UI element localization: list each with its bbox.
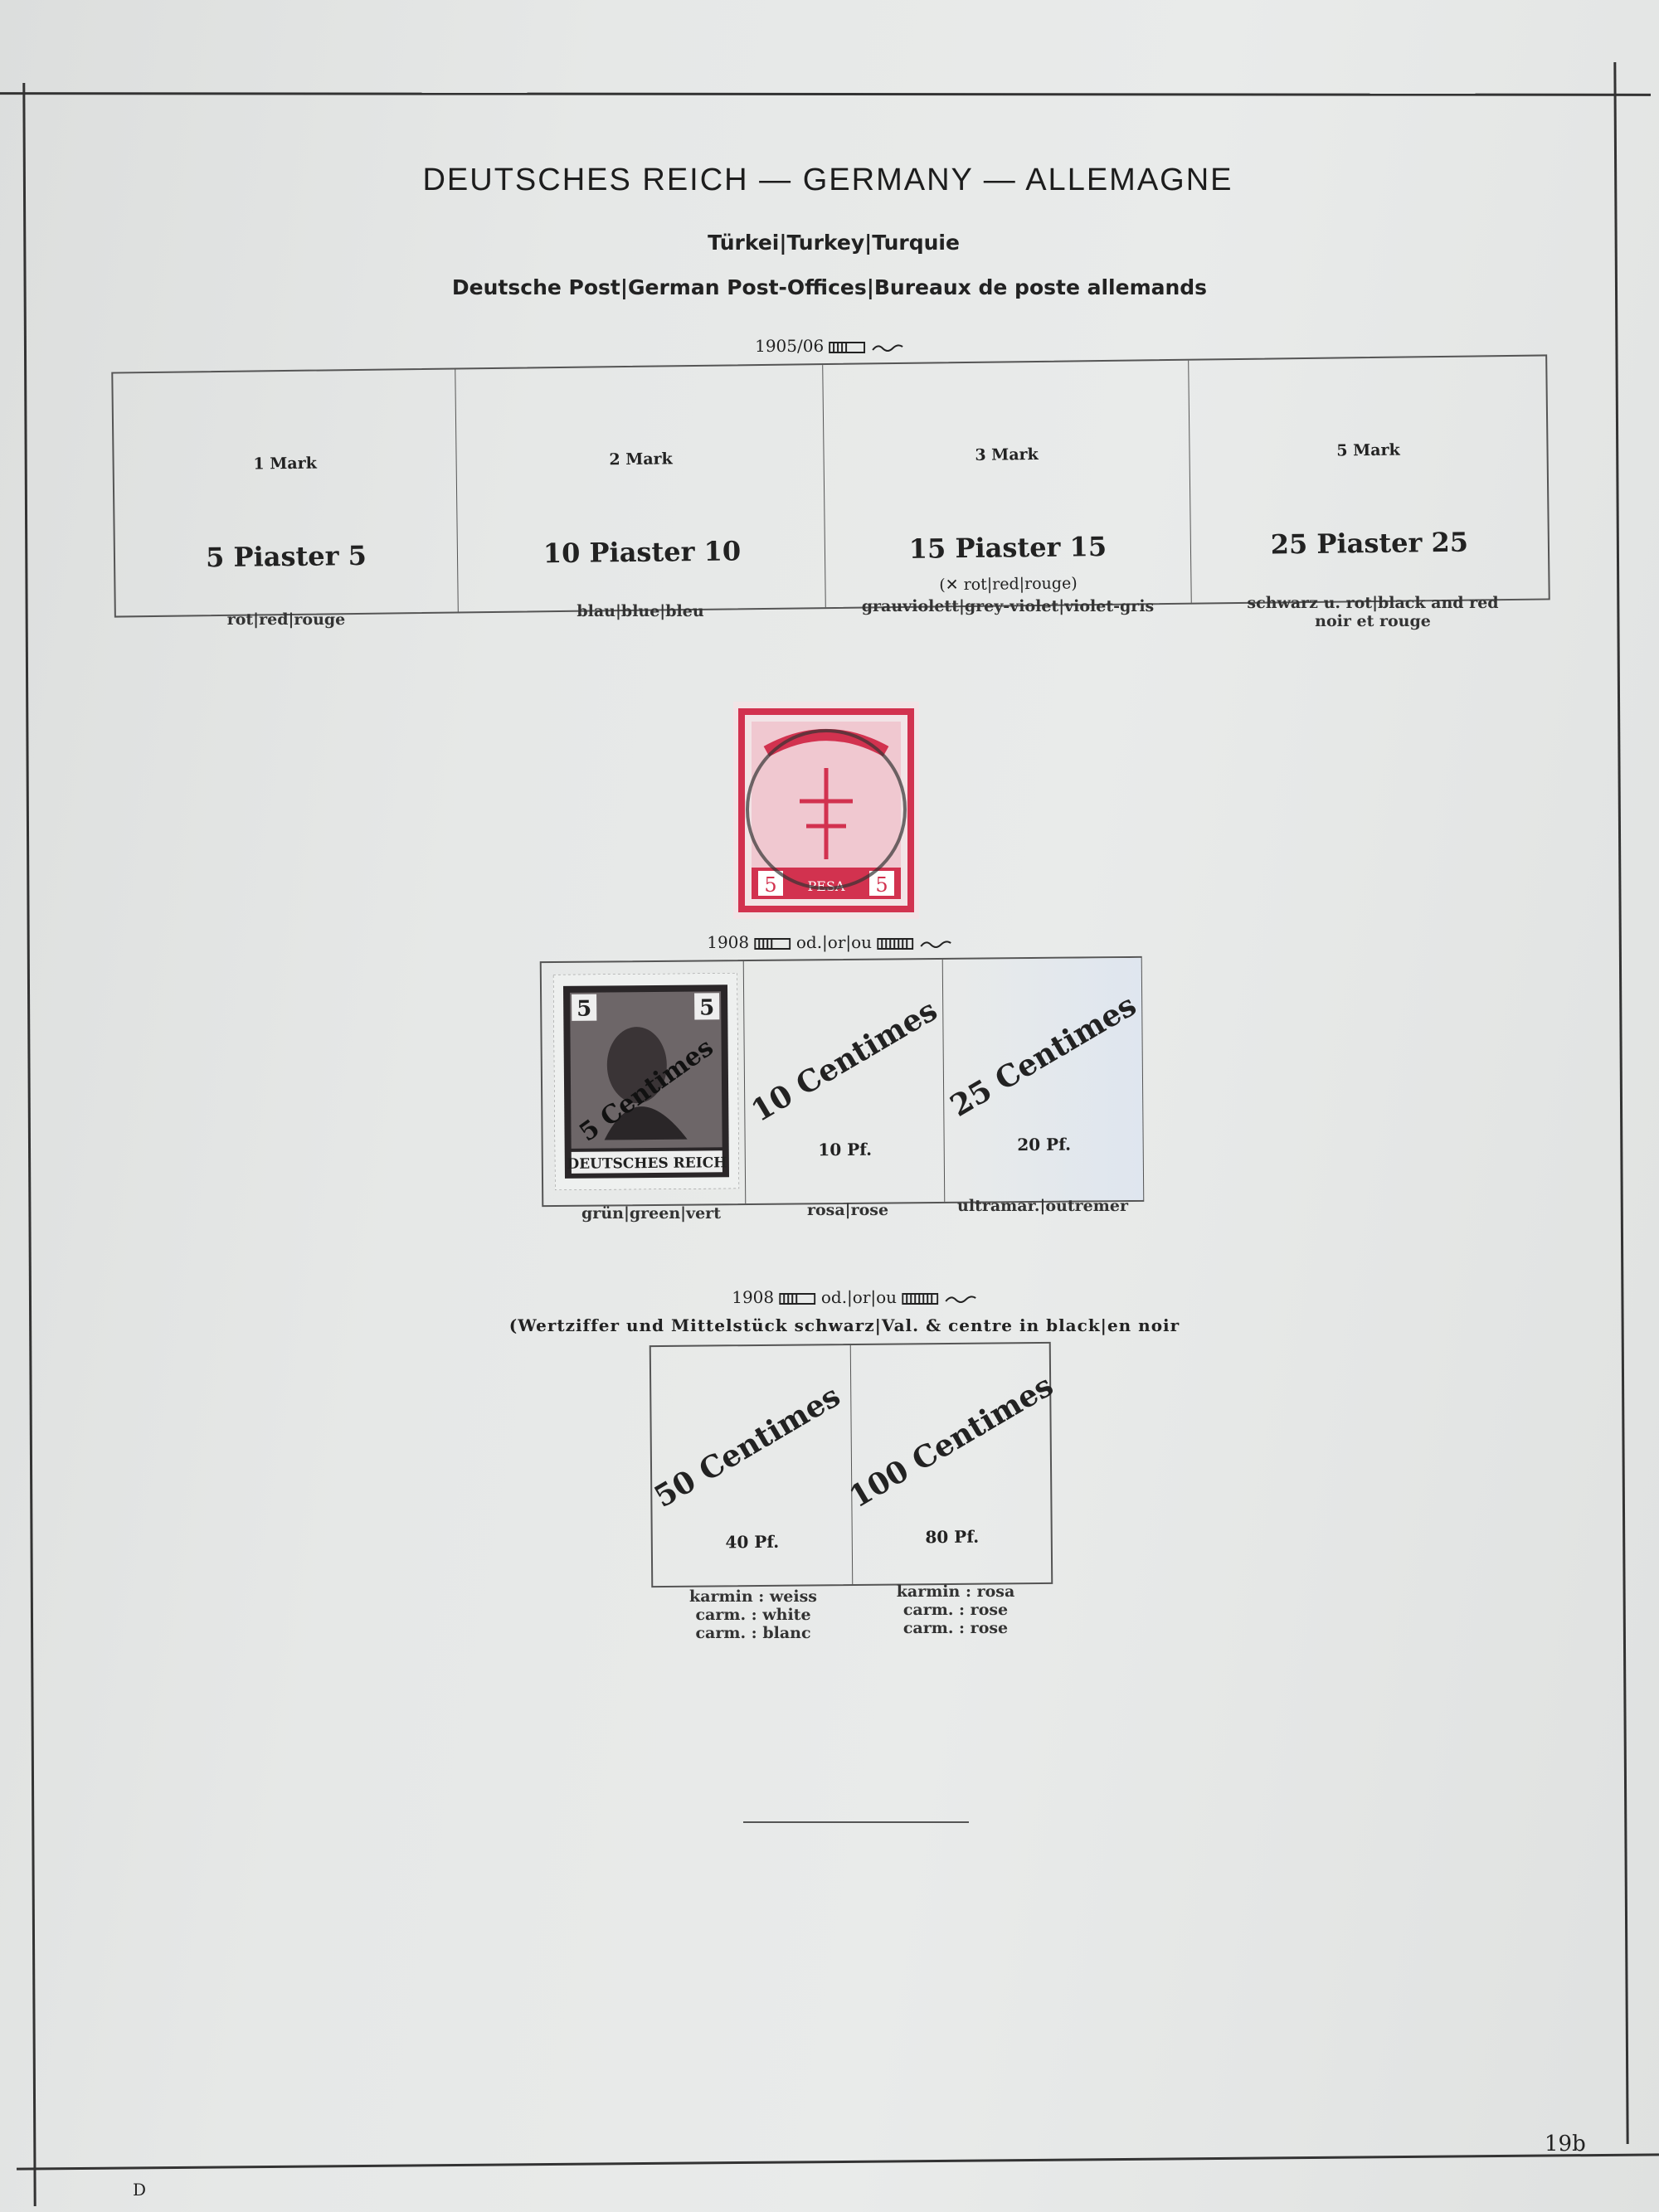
watermark-wave-icon [872, 343, 903, 352]
color-caption: karmin : rosa carm. : rose carm. : rose [897, 1582, 1015, 1637]
original-value: 1 Mark [253, 454, 317, 474]
page-number: 19b [1545, 2132, 1586, 2156]
frame-top-line [0, 92, 1652, 96]
overprint-note: (✕ rot|red|rouge) [939, 574, 1078, 595]
color-caption-line: carm. : blanc [695, 1624, 811, 1642]
original-value: 80 Pf. [925, 1526, 980, 1548]
section1-stamp-spaces: 1 Mark 5 Piaster 5 2 Mark 10 Piaster 10 … [111, 354, 1550, 618]
original-value: 2 Mark [609, 450, 673, 469]
stamp-space-50-centimes: 50 Centimes 40 Pf. [648, 1345, 853, 1586]
perforation-full-icon [902, 1292, 939, 1305]
color-caption-line: carm. : rose [902, 1601, 1009, 1619]
frame-bottom-line [17, 2153, 1659, 2171]
section3-stamp-spaces: 50 Centimes 40 Pf. 100 Centimes 80 Pf. [648, 1341, 1059, 1588]
color-caption-line: karmin : rosa [896, 1582, 1015, 1601]
overprint-value: 10 Centimes [745, 992, 943, 1130]
overprint-value: 100 Centimes [843, 1368, 1059, 1515]
stamp-value-left: 5 [764, 873, 776, 897]
perforation-full-icon [877, 937, 914, 950]
corner-letter: D [133, 2180, 147, 2200]
color-caption: ultramar.|outremer [957, 1197, 1128, 1215]
overprint-value: 25 Piaster 25 [1270, 526, 1469, 561]
section2-year: 1908 [707, 932, 750, 952]
overprint-value: 15 Piaster 15 [908, 530, 1107, 565]
stamp-denomination: PESA [808, 878, 845, 894]
stamp-space-100-centimes: 100 Centimes 80 Pf. [844, 1343, 1059, 1584]
color-caption-line: carm. : white [695, 1606, 811, 1624]
stamp-space-5-piaster: 1 Mark 5 Piaster 5 [113, 370, 458, 616]
color-caption-line: noir et rouge [1315, 612, 1431, 630]
post-offices-subtitle: Deutsche Post|German Post-Offices|Bureau… [451, 275, 1208, 299]
color-caption: blau|blue|bleu [577, 602, 704, 620]
color-caption: grauviolett|grey-violet|violet-gris [861, 597, 1155, 615]
watermark-wave-icon [919, 940, 951, 948]
mounted-stamp-5-pesa: 5 5 PESA [733, 702, 919, 919]
overprint-value: 25 Centimes [944, 987, 1142, 1124]
perforation-comb-icon [754, 937, 791, 950]
section-end-rule [743, 1821, 969, 1823]
section3-year: 1908 [732, 1287, 775, 1307]
color-caption: rot|red|rouge [226, 610, 346, 629]
overprint-value: 50 Centimes [648, 1378, 847, 1515]
color-caption-line: schwarz u. rot|black and red [1247, 594, 1499, 612]
section2-stamp-spaces: 5 5 DEUTSCHES REICH 5 Centimes 10 Centim… [539, 955, 1145, 1208]
stamp-inscription: DEUTSCHES REICH [567, 1155, 727, 1173]
section3-heading: 1908 od.|or|ou [732, 1287, 977, 1307]
country-subtitle: Türkei|Turkey|Turquie [708, 231, 960, 255]
color-caption: rosa|rose [806, 1201, 889, 1219]
stamp-space-15-piaster: 3 Mark 15 Piaster 15 (✕ rot|red|rouge) [822, 360, 1192, 608]
frame-right-line [1613, 62, 1629, 2144]
stamp-space-25-centimes: 25 Centimes 20 Pf. [941, 957, 1144, 1202]
stamp-corner-value: 5 [699, 995, 714, 1020]
overprint-value: 10 Piaster 10 [542, 535, 742, 570]
section1-heading: 1905/06 [755, 336, 904, 356]
color-caption: schwarz u. rot|black and red noir et rou… [1247, 594, 1498, 630]
color-caption-line: carm. : rose [902, 1619, 1009, 1637]
stamp-image: 5 5 PESA [733, 702, 919, 919]
stamp-space-5-centimes: 5 5 DEUTSCHES REICH 5 Centimes [542, 961, 746, 1205]
section3-note: (Wertziffer und Mittelstück schwarz|Val.… [508, 1315, 1180, 1335]
stamp-value-right: 5 [875, 873, 888, 897]
original-value: 5 Mark [1336, 440, 1400, 460]
or-label: od.|or|ou [820, 1287, 898, 1307]
perforation-comb-icon [829, 341, 866, 353]
section1-year: 1905/06 [755, 336, 825, 356]
stamp-space-10-piaster: 2 Mark 10 Piaster 10 [455, 365, 826, 612]
original-value: 10 Pf. [818, 1139, 873, 1160]
color-caption: karmin : weiss carm. : white carm. : bla… [689, 1587, 817, 1642]
watermark-wave-icon [944, 1295, 976, 1303]
frame-left-line [22, 83, 36, 2206]
color-caption-line: karmin : weiss [689, 1587, 817, 1606]
perforation-comb-icon [779, 1292, 816, 1305]
stamp-corner-value: 5 [577, 997, 591, 1022]
page-title: DEUTSCHES REICH — GERMANY — ALLEMAGNE [422, 163, 1233, 197]
original-value: 40 Pf. [725, 1531, 780, 1553]
mounted-stamp-germania: 5 5 DEUTSCHES REICH 5 Centimes [552, 973, 740, 1191]
stamp-space-25-piaster: 5 Mark 25 Piaster 25 [1188, 356, 1550, 603]
stamp-space-10-centimes: 10 Centimes 10 Pf. [742, 959, 946, 1204]
color-caption: grün|green|vert [581, 1204, 721, 1223]
or-label: od.|or|ou [795, 932, 873, 952]
original-value: 20 Pf. [1017, 1134, 1072, 1155]
section2-heading: 1908 od.|or|ou [707, 932, 952, 952]
original-value: 3 Mark [975, 445, 1039, 464]
overprint-value: 5 Piaster 5 [205, 539, 367, 574]
